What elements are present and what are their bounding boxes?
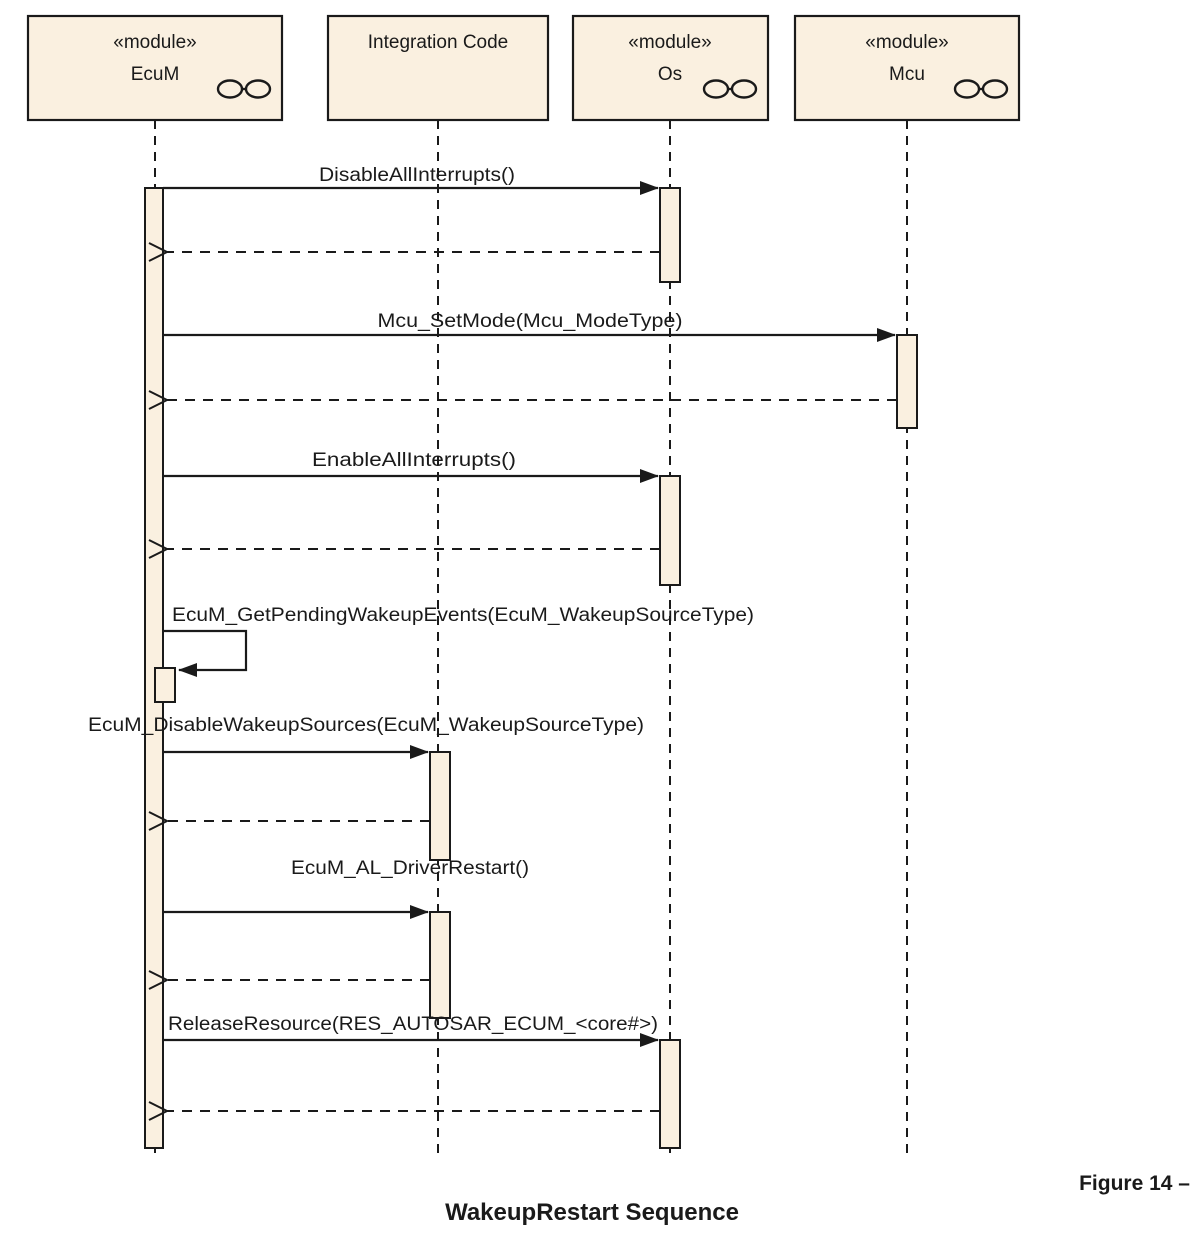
activation-mcu — [896, 334, 918, 429]
message-label-al-driver-restart: EcuM_AL_DriverRestart() — [291, 858, 529, 879]
activation-ecum-self — [154, 667, 176, 703]
participant-name: Os — [658, 64, 682, 85]
participant-box-ecum — [26, 14, 284, 122]
figure-title: WakeupRestart Sequence — [445, 1199, 739, 1226]
module-component-icon — [216, 79, 272, 99]
participant-name: Mcu — [889, 64, 925, 85]
message-arrow-self-call — [163, 629, 248, 677]
participant-box-mcu — [793, 14, 1021, 122]
activation-integration-code-2 — [429, 911, 451, 1019]
participant-stereotype: «module» — [628, 32, 711, 53]
participant-os: «module» Os — [571, 14, 770, 122]
participant-integration-code: Integration Code — [326, 14, 550, 122]
message-label-get-pending-wakeup-events: EcuM_GetPendingWakeupEvents(EcuM_WakeupS… — [172, 605, 754, 626]
participant-stereotype: «module» — [865, 32, 948, 53]
participant-ecum: «module» EcuM — [26, 14, 284, 122]
participant-stereotype: «module» — [113, 32, 196, 53]
message-label-enable-all-interrupts: EnableAllInterrupts() — [312, 450, 516, 471]
module-component-icon — [953, 79, 1009, 99]
participant-name: Integration Code — [368, 32, 509, 53]
message-label-mcu-setmode: Mcu_SetMode(Mcu_ModeType) — [378, 311, 683, 332]
message-label-release-resource: ReleaseResource(RES_AUTOSAR_ECUM_<core#>… — [168, 1014, 658, 1035]
activation-os-3 — [659, 1039, 681, 1149]
figure-number-label: Figure 14 – — [1079, 1172, 1190, 1195]
activation-os-1 — [659, 187, 681, 283]
activation-os-2 — [659, 475, 681, 586]
activation-integration-code-1 — [429, 751, 451, 861]
message-label-disable-wakeup-sources: EcuM_DisableWakeupSources(EcuM_WakeupSou… — [88, 715, 644, 736]
message-label-disable-all-interrupts: DisableAllInterrupts() — [319, 165, 515, 186]
module-component-icon — [702, 79, 758, 99]
participant-mcu: «module» Mcu — [793, 14, 1021, 122]
participant-box-integration-code — [326, 14, 550, 122]
participant-name: EcuM — [131, 64, 180, 85]
participant-box-os — [571, 14, 770, 122]
